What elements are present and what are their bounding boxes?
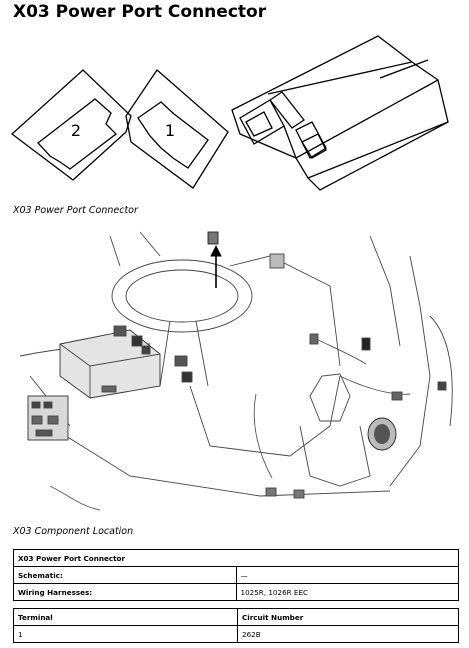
connector-face-diagram: 2 1 bbox=[10, 35, 449, 191]
cavity-2-label: 2 bbox=[71, 121, 81, 140]
cavity-2-outline bbox=[10, 69, 132, 181]
circuit-number-cell: 262B bbox=[237, 625, 459, 643]
connector-info-header: X03 Power Port Connector bbox=[13, 549, 459, 567]
terminal-cell: 1 bbox=[13, 625, 238, 643]
schematic-value: — bbox=[235, 566, 459, 584]
terminal-table: Terminal Circuit Number 1 262B bbox=[13, 608, 459, 643]
circuit-number-column-header: Circuit Number bbox=[237, 608, 459, 626]
location-figure-caption: X03 Component Location bbox=[13, 526, 134, 537]
steering-wheel-drawing bbox=[111, 259, 253, 333]
joystick-drawing bbox=[309, 373, 351, 422]
wiring-harnesses-label: Wiring Harnesses: bbox=[13, 583, 237, 601]
table-row: 1 262B bbox=[13, 625, 459, 643]
power-port-connector-callout bbox=[207, 231, 219, 245]
control-module-drawing bbox=[59, 329, 161, 399]
component-location-diagram bbox=[19, 231, 453, 511]
cavity-1-outline bbox=[125, 69, 229, 189]
page-title: X03 Power Port Connector bbox=[13, 2, 267, 22]
table-row: Wiring Harnesses: 1025R, 1026R EEC bbox=[13, 583, 459, 601]
schematic-label: Schematic: bbox=[13, 566, 237, 584]
table-row: X03 Power Port Connector bbox=[13, 549, 459, 567]
connector-info-table: X03 Power Port Connector Schematic: — Wi… bbox=[13, 549, 459, 601]
table-row: Schematic: — bbox=[13, 566, 459, 584]
connector-figure-caption: X03 Power Port Connector bbox=[13, 205, 138, 216]
terminal-column-header: Terminal bbox=[13, 608, 238, 626]
table-header-row: Terminal Circuit Number bbox=[13, 608, 459, 626]
connector-housing-drawing bbox=[231, 35, 449, 191]
wiring-harnesses-value: 1025R, 1026R EEC bbox=[235, 583, 459, 601]
cavity-1-label: 1 bbox=[165, 121, 175, 140]
